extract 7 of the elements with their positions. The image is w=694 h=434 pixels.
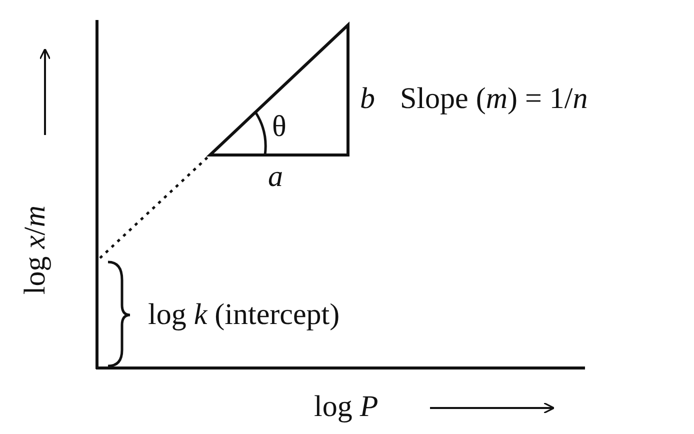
intercept-label: log k (intercept) [148, 300, 340, 330]
angle-label: θ [272, 112, 286, 142]
slope-equation: Slope (m) = 1/n [400, 84, 588, 114]
axis-label: log P [314, 392, 378, 422]
axis-label: log x/m [20, 205, 50, 295]
side-label: a [268, 162, 283, 192]
side-label: b [360, 84, 375, 114]
